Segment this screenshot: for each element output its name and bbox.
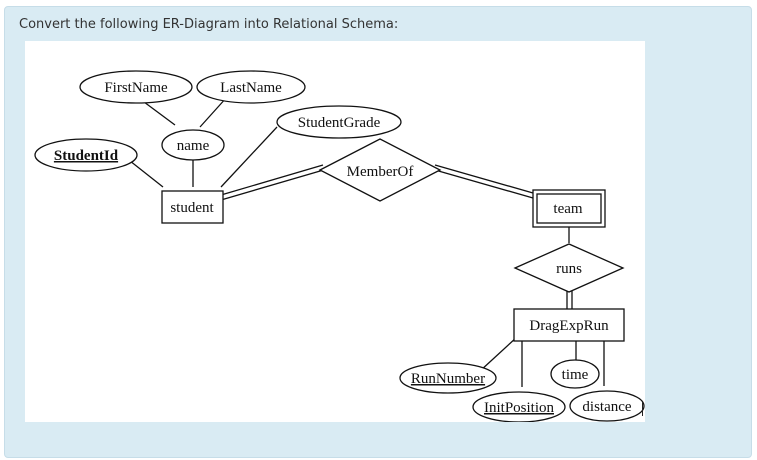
relationship-memberof: MemberOf xyxy=(318,138,442,202)
attribute-runnumber: RunNumber xyxy=(399,362,497,394)
attribute-lastname-label: LastName xyxy=(220,80,282,96)
attribute-studentgrade-label: StudentGrade xyxy=(298,115,381,131)
relationship-runs-label: runs xyxy=(556,261,582,277)
attribute-time: time xyxy=(550,359,600,389)
attribute-distance-label: distance xyxy=(582,399,631,415)
attribute-name-label: name xyxy=(177,138,210,154)
attribute-initposition-label: InitPosition xyxy=(484,400,555,416)
attribute-studentgrade: StudentGrade xyxy=(276,105,402,139)
text-cursor xyxy=(642,402,643,416)
attribute-distance: distance xyxy=(569,390,645,422)
attribute-firstname: FirstName xyxy=(79,70,193,104)
entity-student-label: student xyxy=(170,200,214,216)
relationship-memberof-label: MemberOf xyxy=(347,164,414,180)
attribute-runnumber-label: RunNumber xyxy=(411,371,485,387)
attribute-name: name xyxy=(161,129,225,161)
entity-dragexprun: DragExpRun xyxy=(513,308,625,342)
attribute-lastname: LastName xyxy=(196,70,306,104)
entity-student: student xyxy=(161,190,224,224)
attribute-time-label: time xyxy=(562,367,589,383)
attribute-studentid: StudentId xyxy=(34,138,138,172)
entity-dragexprun-label: DragExpRun xyxy=(529,318,609,334)
attribute-studentid-label: StudentId xyxy=(54,148,119,164)
attribute-initposition: InitPosition xyxy=(472,391,566,422)
attribute-firstname-label: FirstName xyxy=(104,80,168,96)
relationship-runs: runs xyxy=(513,243,625,293)
entity-team: team xyxy=(532,189,606,228)
question-text: Convert the following ER-Diagram into Re… xyxy=(19,17,399,32)
er-diagram: FirstName LastName name StudentId Studen… xyxy=(25,41,645,422)
entity-team-label: team xyxy=(553,201,582,217)
question-panel: Convert the following ER-Diagram into Re… xyxy=(4,6,752,458)
